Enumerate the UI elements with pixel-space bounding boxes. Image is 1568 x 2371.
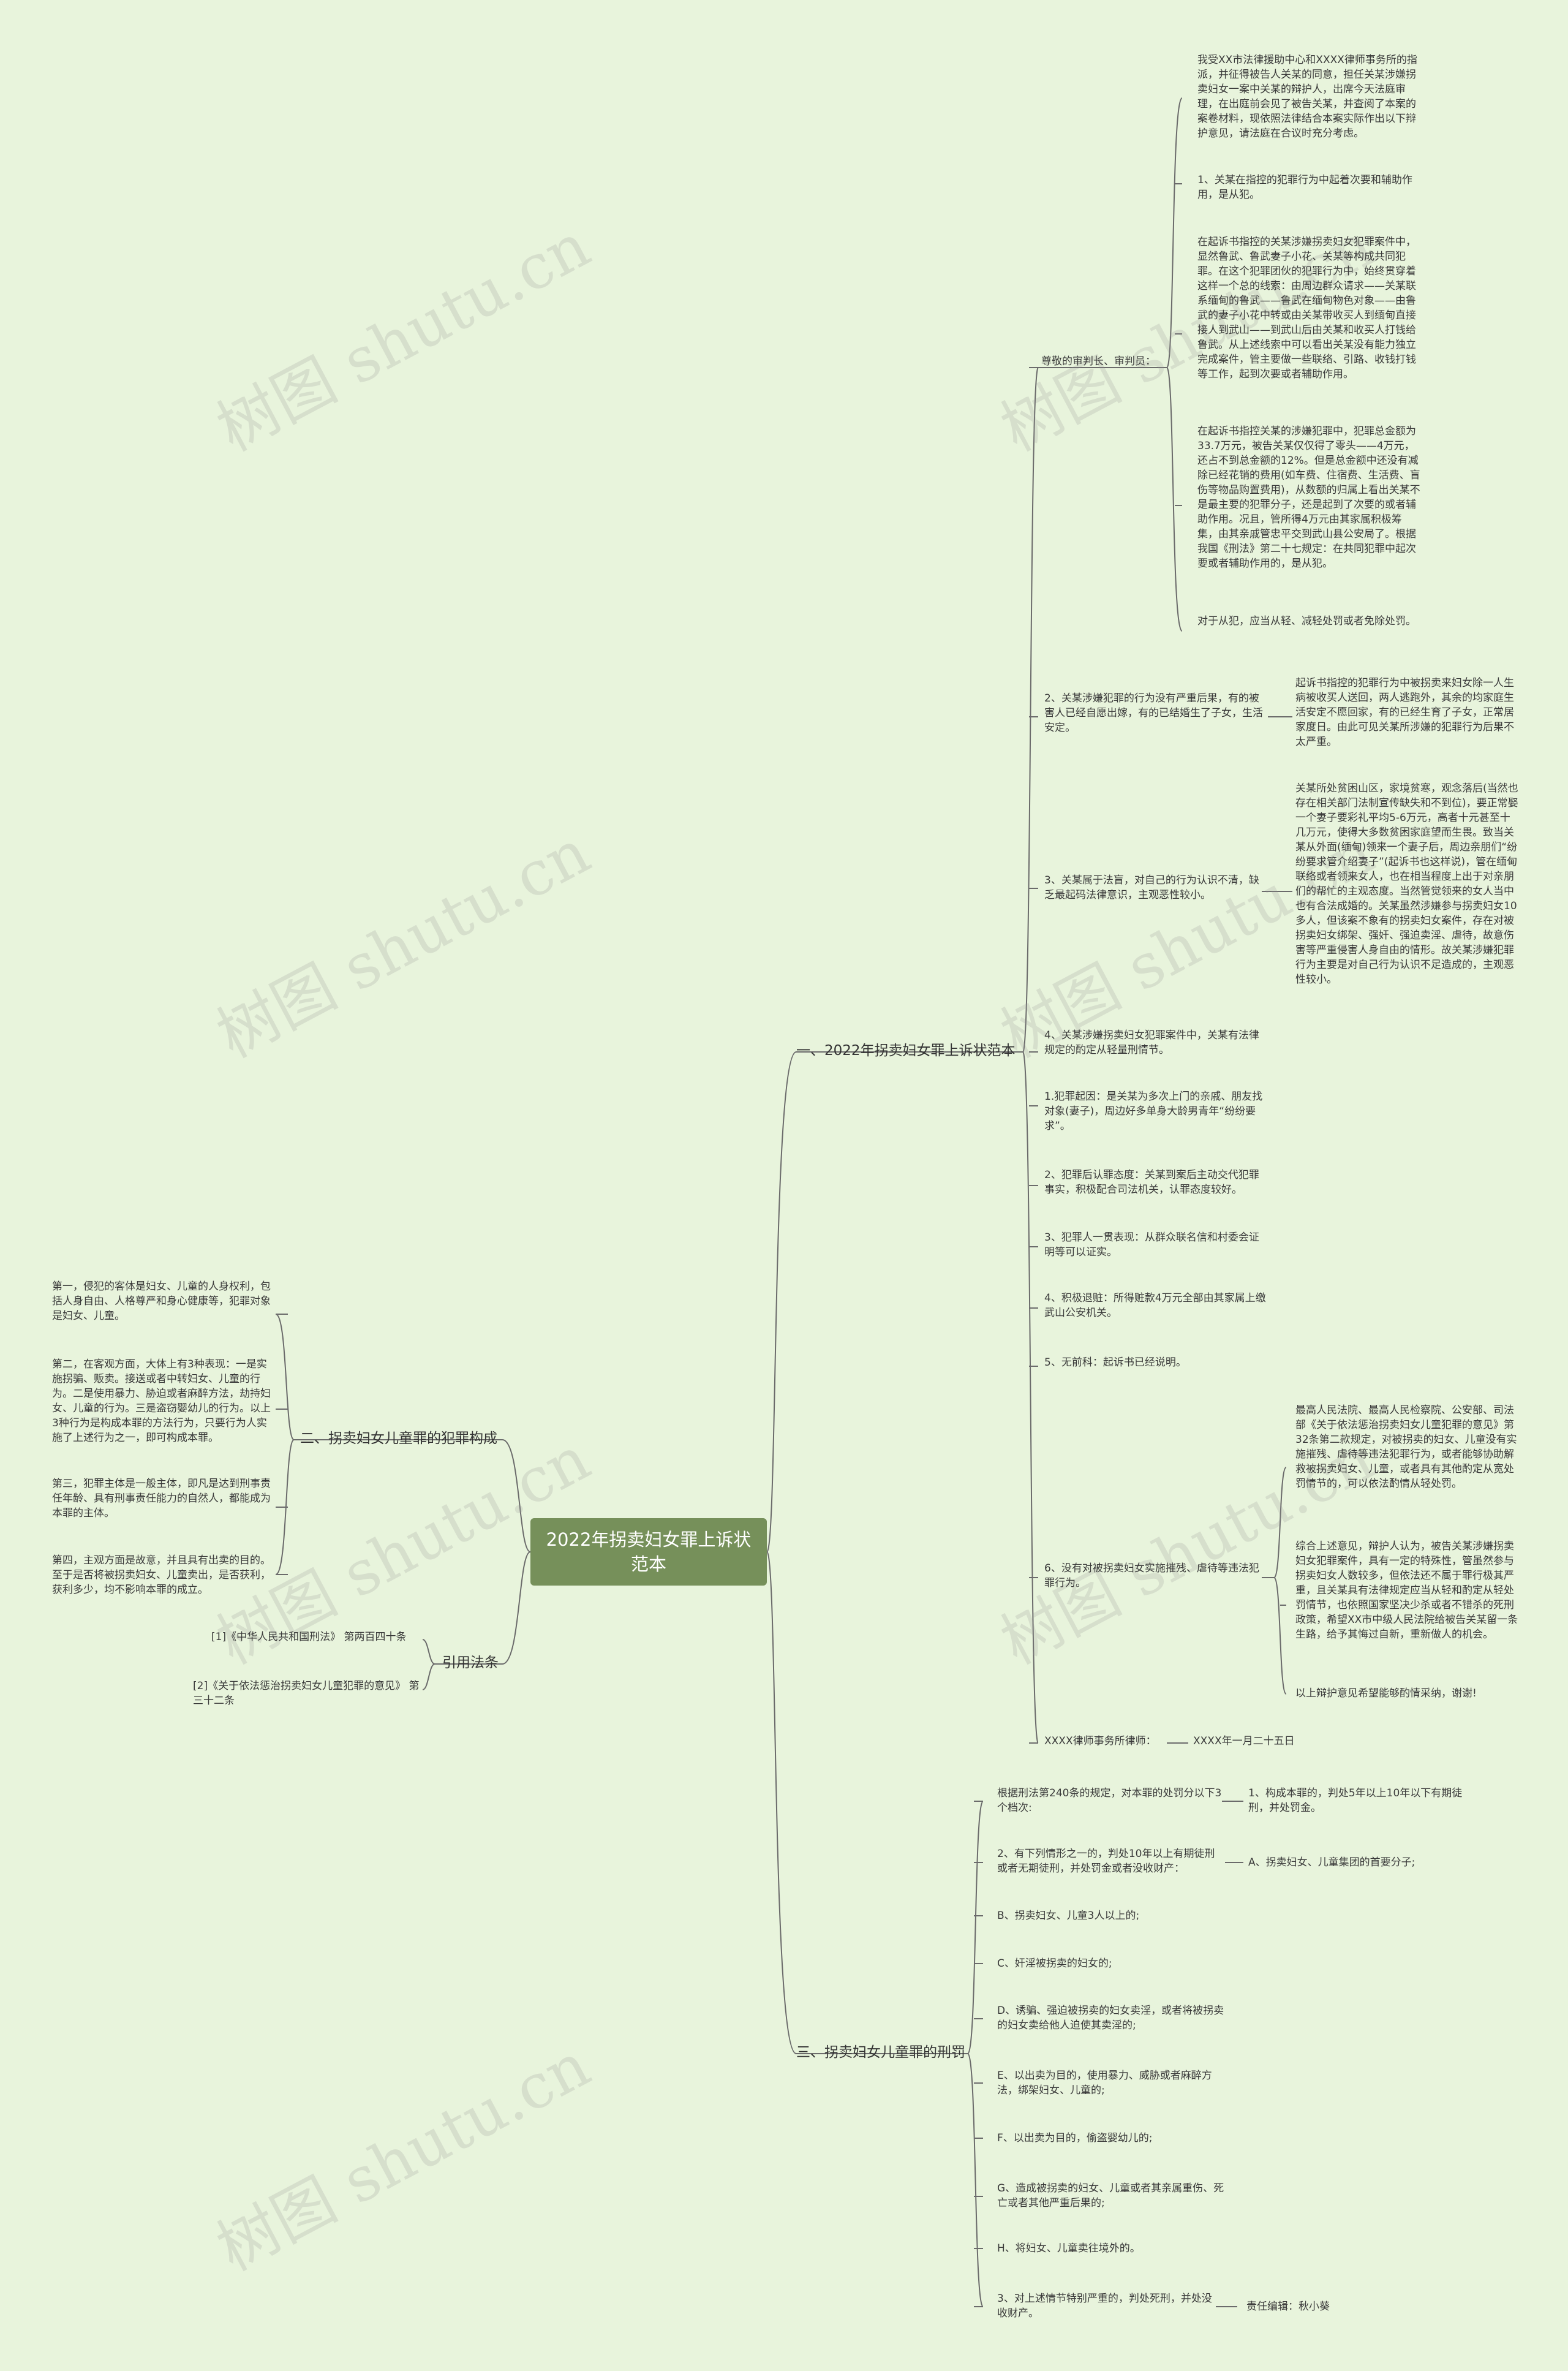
judge-node[interactable]: 尊敬的审判长、审判员： — [1041, 355, 1156, 368]
constitution-item[interactable]: 第四，主观方面是故意，并且具有出卖的目的。至于是否将被拐卖妇女、儿童卖出，是否获… — [52, 1554, 271, 1596]
item-3[interactable]: 3、关某属于法盲，对自己的行为认识不清，缺乏最起码法律意识，主观恶性较小。 — [1044, 874, 1259, 901]
penalty-item[interactable]: 根据刑法第240条的规定，对本罪的处罚分以下3个档次: — [997, 1787, 1222, 1814]
list-item[interactable]: 4、积极退赃：所得赃款4万元全部由其家属上缴武山公安机关。 — [1044, 1292, 1266, 1319]
judge-item[interactable]: 我受XX市法律援助中心和XXXX律师事务所的指派，并征得被告人关某的同意，担任关… — [1197, 54, 1417, 140]
judge-item[interactable]: 在起诉书指控关某的涉嫌犯罪中，犯罪总金额为33.7万元，被告关某仅仅得了零头——… — [1197, 425, 1420, 570]
judge-item[interactable]: 在起诉书指控的关某涉嫌拐卖妇女犯罪案件中，显然鲁武、鲁武妻子小花、关某等构成共同… — [1197, 236, 1416, 380]
item-6[interactable]: 6、没有对被拐卖妇女实施摧残、虐待等违法犯罪行为。 — [1044, 1562, 1259, 1589]
penalty-item[interactable]: C、奸淫被拐卖的妇女的; — [997, 1957, 1112, 1970]
penalty-item[interactable]: F、以出卖为目的，偷盗婴幼儿的; — [997, 2132, 1153, 2144]
judge-item[interactable]: 1、关某在指控的犯罪行为中起着次要和辅助作用，是从犯。 — [1197, 174, 1412, 201]
branch-two[interactable]: 二、拐卖妇女儿童罪的犯罪构成 — [300, 1431, 497, 1446]
judge-item[interactable]: 对于从犯，应当从轻、减轻处罚或者免除处罚。 — [1197, 615, 1416, 627]
penalty-item[interactable]: B、拐卖妇女、儿童3人以上的; — [997, 1910, 1140, 1922]
list-item[interactable]: 1.犯罪起因：是关某为多次上门的亲戚、朋友找对象(妻子)，周边好多单身大龄男青年… — [1044, 1091, 1263, 1132]
law-ref[interactable]: [1]《中华人民共和国刑法》 第两百四十条 — [211, 1631, 407, 1643]
item-2-detail[interactable]: 起诉书指控的犯罪行为中被拐卖来妇女除一人生病被收买人送回，两人逃跑外，其余的均家… — [1295, 677, 1514, 748]
penalty-item[interactable]: D、诱骗、强迫被拐卖的妇女卖淫，或者将被拐卖的妇女卖给他人迫使其卖淫的; — [997, 2005, 1224, 2032]
list-item[interactable]: 5、无前科：起诉书已经说明。 — [1044, 1356, 1186, 1369]
penalty-item[interactable]: 3、对上述情节特别严重的，判处死刑，并处没收财产。 — [997, 2293, 1212, 2320]
date[interactable]: XXXX年一月二十五日 — [1193, 1735, 1295, 1747]
branch-three[interactable]: 三、拐卖妇女儿童罪的刑罚 — [796, 2044, 965, 2060]
penalty-item[interactable]: H、将妇女、儿童卖往境外的。 — [997, 2242, 1140, 2255]
penalty-detail[interactable]: A、拐卖妇女、儿童集团的首要分子; — [1248, 1856, 1415, 1869]
penalty-detail[interactable]: 1、构成本罪的，判处5年以上10年以下有期徒刑，并处罚金。 — [1248, 1787, 1463, 1814]
root-node[interactable]: 2022年拐卖妇女罪上诉状范本 — [530, 1518, 767, 1586]
list-item[interactable]: 3、犯罪人一贯表现：从群众联名信和村委会证明等可以证实。 — [1044, 1231, 1259, 1258]
penalty-item[interactable]: E、以出卖为目的，使用暴力、威胁或者麻醉方法，绑架妇女、儿童的; — [997, 2070, 1212, 2097]
item-6-detail[interactable]: 以上辩护意见希望能够酌情采纳，谢谢! — [1295, 1687, 1477, 1700]
penalty-item[interactable]: 2、有下列情形之一的，判处10年以上有期徒刑或者无期徒刑，并处罚金或者没收财产： — [997, 1848, 1215, 1875]
signature[interactable]: XXXX律师事务所律师： — [1044, 1735, 1156, 1747]
branch-refs[interactable]: 引用法条 — [442, 1655, 499, 1671]
item-2[interactable]: 2、关某涉嫌犯罪的行为没有严重后果，有的被害人已经自愿出嫁，有的已结婚生了子女，… — [1044, 692, 1263, 734]
branch-one[interactable]: 一、2022年拐卖妇女罪上诉状范本 — [796, 1043, 1016, 1059]
constitution-item[interactable]: 第三，犯罪主体是一般主体，即凡是达到刑事责任年龄、具有刑事责任能力的自然人，都能… — [52, 1478, 271, 1519]
constitution-item[interactable]: 第二，在客观方面，大体上有3种表现：一是实施拐骗、贩卖。接送或者中转妇女、儿童的… — [52, 1358, 271, 1444]
penalty-item[interactable]: G、造成被拐卖的妇女、儿童或者其亲属重伤、死亡或者其他严重后果的; — [997, 2182, 1224, 2209]
list-item[interactable]: 2、犯罪后认罪态度：关某到案后主动交代犯罪事实，积极配合司法机关，认罪态度较好。 — [1044, 1169, 1259, 1196]
editor-credit[interactable]: 责任编辑：秋小葵 — [1246, 2301, 1330, 2313]
item-6-detail[interactable]: 最高人民法院、最高人民检察院、公安部、司法部《关于依法惩治拐卖妇女儿童犯罪的意见… — [1295, 1404, 1517, 1490]
item-4[interactable]: 4、关某涉嫌拐卖妇女犯罪案件中，关某有法律规定的酌定从轻量刑情节。 — [1044, 1029, 1259, 1056]
item-3-detail[interactable]: 关某所处贫困山区，家境贫寒，观念落后(当然也存在相关部门法制宣传缺失和不到位)，… — [1295, 782, 1518, 986]
item-6-detail[interactable]: 综合上述意见，辩护人认为，被告关某涉嫌拐卖妇女犯罪案件，具有一定的特殊性，管虽然… — [1295, 1540, 1518, 1641]
law-ref[interactable]: [2]《关于依法惩治拐卖妇女儿童犯罪的意见》 第三十二条 — [193, 1680, 420, 1707]
root-title: 2022年拐卖妇女罪上诉状范本 — [546, 1529, 752, 1575]
constitution-item[interactable]: 第一，侵犯的客体是妇女、儿童的人身权利，包括人身自由、人格尊严和身心健康等，犯罪… — [52, 1280, 271, 1322]
